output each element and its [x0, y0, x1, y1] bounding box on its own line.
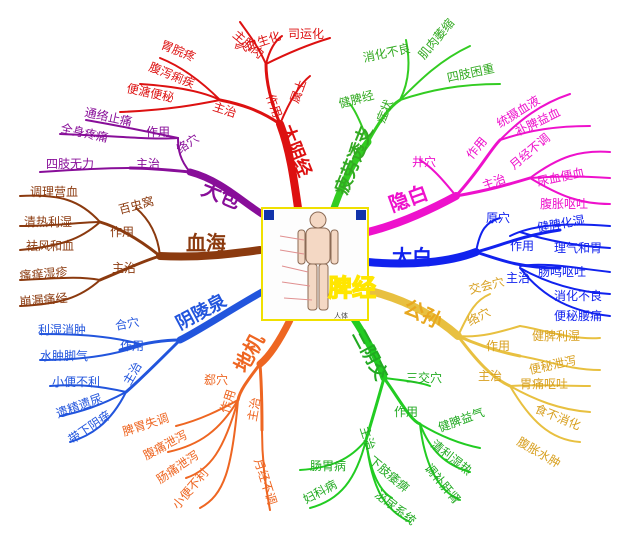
branch-title-pilao: 疲劳透支	[330, 122, 378, 198]
label-pilao-zhengzhuang: 症状	[373, 97, 396, 125]
figure-caption: 人体	[334, 311, 348, 320]
branch-lines-diji	[167, 316, 294, 511]
label-xuehai-benglou: 崩漏痛经	[19, 290, 68, 309]
labels-gongsun: 交会穴 络穴 作用 健脾利湿 便秘泄泻 主治 胃痛呕吐 食不消化 腹胀水肿	[464, 274, 583, 471]
label-taibai-changming: 肠鸣呕吐	[538, 264, 586, 279]
label-yinlingquan-zhuzhi: 主治	[120, 360, 144, 388]
label-xuehai-zhuzhi: 主治	[112, 261, 136, 275]
label-yinlingquan-lishi: 利湿消肿	[38, 322, 86, 337]
label-xuehai-tiaoli: 调理营血	[30, 185, 78, 199]
label-sanyinjiao-miniao: 泌尿系统	[372, 487, 418, 528]
branch-title-dabao: 大包	[198, 176, 244, 213]
center-title: 脾经	[328, 273, 376, 302]
label-sanyinjiao-zuoyong: 作用	[394, 405, 418, 419]
label-pilao-jirou: 肌肉萎缩	[415, 16, 457, 62]
labels-pilao: 消化不良 肌肉萎缩 四肢困重 健脾经 症状	[337, 16, 496, 126]
label-sanyinjiao-sanjiao: 三交穴	[406, 370, 442, 385]
label-yinbai-yuejing: 月经不调	[507, 131, 553, 173]
labels-taiyinjing: 主肌肉 气血生化 司运化 作用 属土 胃脘疼 腹泻痢疾 便溏便秘 主治	[125, 27, 324, 120]
branch-title-taiyinjing: 太阴经	[275, 122, 316, 180]
label-gongsun-fuzhang: 腹胀水肿	[515, 434, 564, 471]
labels-diji: 郄穴 作用 主治 脾胃失调 腹痛泄泻 肠痛泄泻 小便不利 月经不调	[120, 372, 279, 512]
human-figure-icon	[297, 211, 339, 311]
label-xuehai-zuoyong: 作用	[110, 225, 134, 239]
label-yinlingquan-hexue: 合穴	[114, 314, 140, 333]
label-yinlingquan-shuizhong: 水肿脚气	[40, 348, 88, 363]
branch-lines-yinlingquan	[39, 288, 266, 443]
label-gongsun-zuoyong: 作用	[486, 339, 510, 353]
label-dabao-zhuzhi: 主治	[136, 157, 160, 171]
branch-lines-sanyinjiao	[299, 312, 481, 523]
label-diji-xixue: 郄穴	[204, 372, 228, 387]
label-gongsun-jianpi: 健脾利湿	[532, 328, 580, 343]
label-taibai-zhuzhi: 主治	[506, 271, 530, 285]
label-gongsun-weitong: 胃痛呕吐	[520, 376, 568, 391]
branch-lines-gongsun	[362, 286, 601, 443]
branch-lines-dabao	[39, 119, 266, 218]
label-yinbai-fuzhang: 腹胀呕吐	[540, 197, 588, 211]
label-gongsun-bianzhi: 便秘泄泻	[528, 353, 578, 377]
label-dabao-sizhi: 四肢无力	[46, 156, 94, 171]
labels-taibai: 原穴 作用 健脾化湿 理气和胃 主治 肠鸣呕吐 消化不良 便秘腰痛	[486, 210, 602, 323]
branch-title-xuehai: 血海	[186, 231, 226, 255]
branch-title-sanyinjiao: 三阴交	[348, 326, 393, 384]
label-taibai-zuoyong: 作用	[510, 239, 534, 253]
label-sanyinjiao-changwei: 肠胃病	[310, 458, 346, 473]
label-dabao-zuoyong: 作用	[146, 125, 170, 139]
label-yinbai-zhuzhi: 主治	[480, 171, 507, 192]
label-taibai-jianpi: 健脾化湿	[536, 212, 586, 235]
label-dabao-quanshen: 全身疼痛	[59, 120, 109, 145]
labels-yinbai: 井穴 作用 主治 统摄血液 补脾益血 月经不调 尿血便血 腹胀呕吐	[412, 92, 588, 211]
branch-title-taibai: 太白	[392, 245, 432, 269]
label-pilao-sizhi: 四肢困重	[446, 60, 496, 85]
label-dabao-luoxue: 络穴	[173, 130, 201, 156]
label-yinbai-jingxue: 井穴	[412, 154, 436, 169]
branch-title-gongsun: 公孙	[400, 295, 446, 334]
label-xuehai-saoyang: 瘙痒湿疹	[19, 264, 68, 283]
label-xuehai-qingre: 清热利湿	[24, 214, 72, 229]
label-gongsun-zhuzhi: 主治	[478, 369, 502, 383]
label-gongsun-jiaohui: 交会穴	[467, 274, 506, 297]
label-diji-zhuzhi: 主治	[245, 396, 263, 422]
label-taibai-yuanxue: 原穴	[486, 210, 510, 225]
label-xuehai-baichong: 百虫窝	[117, 193, 156, 217]
label-pilao-xiaohua: 消化不良	[362, 40, 412, 65]
center-illustration: 人体 脾经	[261, 207, 377, 321]
branch-lines-yinbai	[364, 93, 611, 236]
label-pilao-jianpi: 健脾经	[337, 87, 376, 111]
label-taiyinjing-shutu: 属土	[288, 78, 309, 105]
label-diji-jianpi: 脾胃失调	[120, 410, 170, 439]
label-sanyinjiao-jianpi: 健脾益气	[436, 404, 486, 435]
label-yinlingquan-zuoyong: 作用	[120, 339, 144, 353]
branch-lines-taibai	[364, 217, 611, 317]
branch-lines-taiyinjing	[119, 21, 331, 212]
label-gongsun-luoxue: 络穴	[464, 304, 492, 329]
label-yinlingquan-xiaobian: 小便不利	[52, 375, 100, 389]
label-sanyinjiao-fuke: 妇科病	[300, 476, 339, 506]
label-taibai-xiaohua: 消化不良	[554, 288, 602, 303]
branch-lines-xuehai	[19, 194, 264, 307]
branch-lines-pilao	[330, 39, 501, 212]
label-taibai-bianmi: 便秘腰痛	[554, 308, 602, 323]
label-diji-yuejing: 月经不调	[251, 457, 279, 507]
label-dabao-tongluo: 通络止痛	[83, 104, 133, 129]
branch-title-diji: 地机	[229, 330, 269, 377]
label-taibai-liqi: 理气和胃	[554, 240, 602, 255]
label-xuehai-qufeng: 祛风和血	[26, 239, 74, 253]
label-taiyinjing-siyunhua: 司运化	[288, 27, 324, 41]
